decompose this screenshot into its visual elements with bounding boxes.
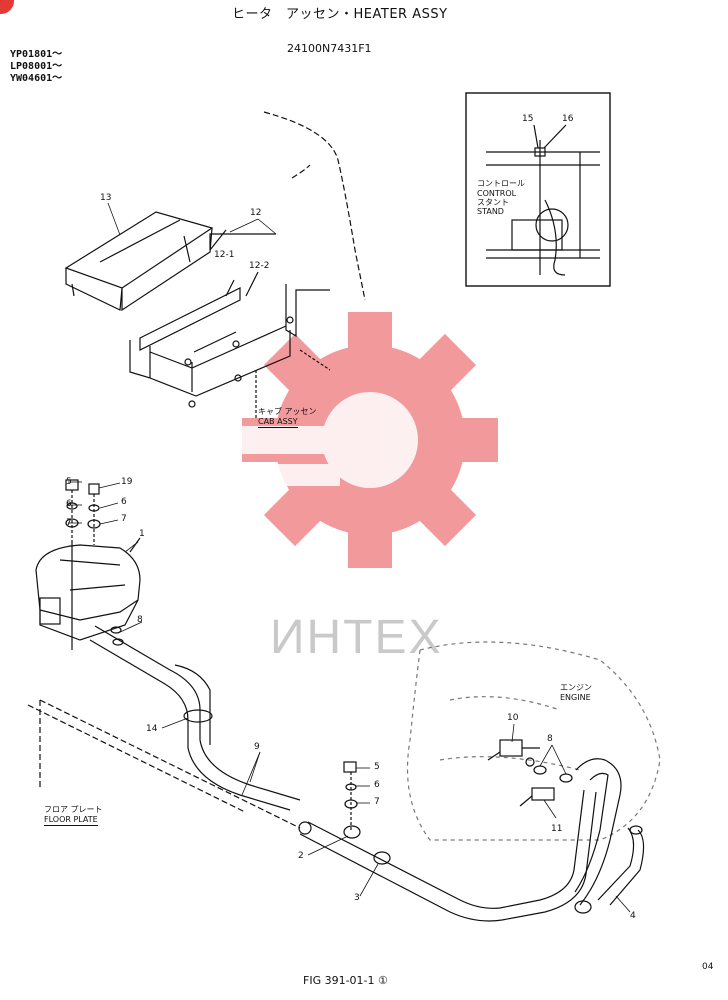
engine-outline — [406, 641, 661, 841]
engine-jp: エンジン — [560, 683, 592, 692]
callout-11: 11 — [551, 824, 563, 834]
serial-range-2: LP08001～ — [10, 61, 63, 72]
callout-9: 9 — [254, 742, 260, 752]
callout-4: 4 — [630, 911, 636, 921]
clamps-8 — [533, 765, 573, 783]
serial-range-1: YP01801～ — [10, 49, 63, 60]
control-label: CONTROL — [477, 189, 517, 198]
heater-unit-1 — [35, 537, 141, 641]
callout-12: 12 — [250, 208, 262, 218]
page-number: 04 — [702, 962, 714, 972]
callout-5-lower: 5 — [374, 762, 380, 772]
duct-12 — [129, 229, 330, 408]
callout-6-top-right: 6 — [121, 497, 127, 507]
callout-7-lower: 7 — [374, 797, 380, 807]
stand-jp: スタント — [477, 198, 509, 207]
callout-5-top: 5 — [66, 477, 72, 487]
callout-19: 19 — [121, 477, 133, 487]
cover-13 — [64, 211, 214, 312]
part-number: 24100N7431F1 — [287, 42, 372, 55]
callout-13: 13 — [100, 193, 112, 203]
control-stand-jp: コントロール — [477, 179, 525, 188]
callout-7-top-left: 7 — [66, 518, 72, 528]
floor-plate-jp: フロア プレート — [44, 805, 103, 814]
callout-10: 10 — [507, 713, 519, 723]
callout-7-top-right: 7 — [121, 514, 127, 524]
callout-6-top-left: 6 — [66, 499, 72, 509]
callout-8-left: 8 — [137, 615, 143, 625]
floor-plate — [27, 699, 301, 829]
callout-2: 2 — [298, 851, 304, 861]
inset-frame — [465, 92, 611, 287]
stand-label: STAND — [477, 207, 504, 216]
pipe-2-3 — [298, 789, 597, 922]
serial-range-3: YW04601～ — [10, 73, 63, 84]
cab-assy-label: CAB ASSY — [258, 417, 298, 428]
engine-label: ENGINE — [560, 693, 591, 702]
callout-12-2: 12-2 — [249, 261, 270, 271]
hose-4 — [574, 758, 645, 914]
figure-number: FIG 391-01-1 ① — [303, 974, 388, 987]
callout-15: 15 — [522, 114, 534, 124]
callout-6-lower: 6 — [374, 780, 380, 790]
cab-outline — [263, 111, 366, 301]
watermark-text: ИНТЕХ — [270, 611, 443, 664]
page-title: ヒータ アッセン・HEATER ASSY — [232, 7, 448, 22]
floor-plate-label: FLOOR PLATE — [44, 815, 98, 826]
callout-1: 1 — [139, 529, 145, 539]
cab-assy-jp: キャブ アッセン — [258, 407, 317, 416]
valve-11 — [519, 787, 555, 807]
bolts-top-left — [65, 479, 101, 650]
leaders — [68, 202, 631, 913]
valve-10 — [487, 739, 540, 767]
bolts-lower — [343, 761, 358, 830]
callout-12-1: 12-1 — [214, 250, 235, 260]
inset-control-stand — [486, 124, 600, 276]
callout-14: 14 — [146, 724, 158, 734]
callout-16: 16 — [562, 114, 574, 124]
hose-9 — [89, 625, 301, 811]
callout-3: 3 — [354, 893, 360, 903]
callout-8-right: 8 — [547, 734, 553, 744]
